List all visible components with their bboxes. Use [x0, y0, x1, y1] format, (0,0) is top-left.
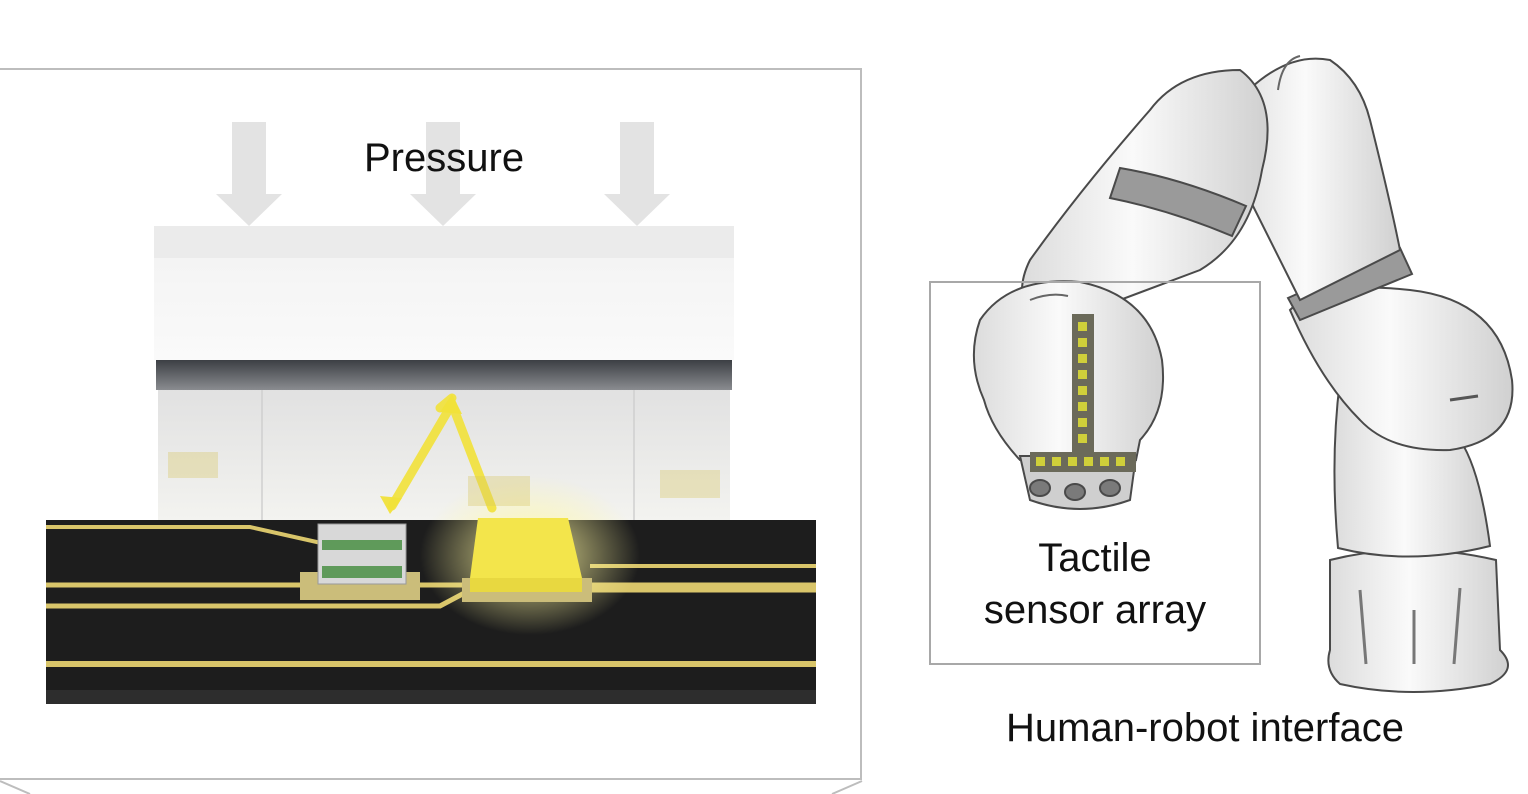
reflective-layer: [156, 360, 732, 390]
led-chip: [420, 475, 640, 635]
sensor-array-icon: [1030, 314, 1136, 472]
tactile-sensor-array-label: Tactile sensor array: [930, 532, 1260, 636]
tactile-sensor-highlight-box: [929, 281, 1261, 665]
pressure-arrow-icon: [410, 122, 476, 226]
human-robot-interface-label: Human-robot interface: [1006, 706, 1404, 750]
pressure-arrows: [216, 122, 670, 226]
tactile-label-line1: Tactile: [1038, 536, 1152, 580]
pressure-arrow-icon: [604, 122, 670, 226]
photodetector-chip: [300, 523, 420, 600]
tactile-label-line2: sensor array: [983, 588, 1207, 632]
pressure-label: Pressure: [364, 136, 525, 180]
pressure-arrow-icon: [216, 122, 282, 226]
robot-arm-icon: [972, 55, 1514, 693]
